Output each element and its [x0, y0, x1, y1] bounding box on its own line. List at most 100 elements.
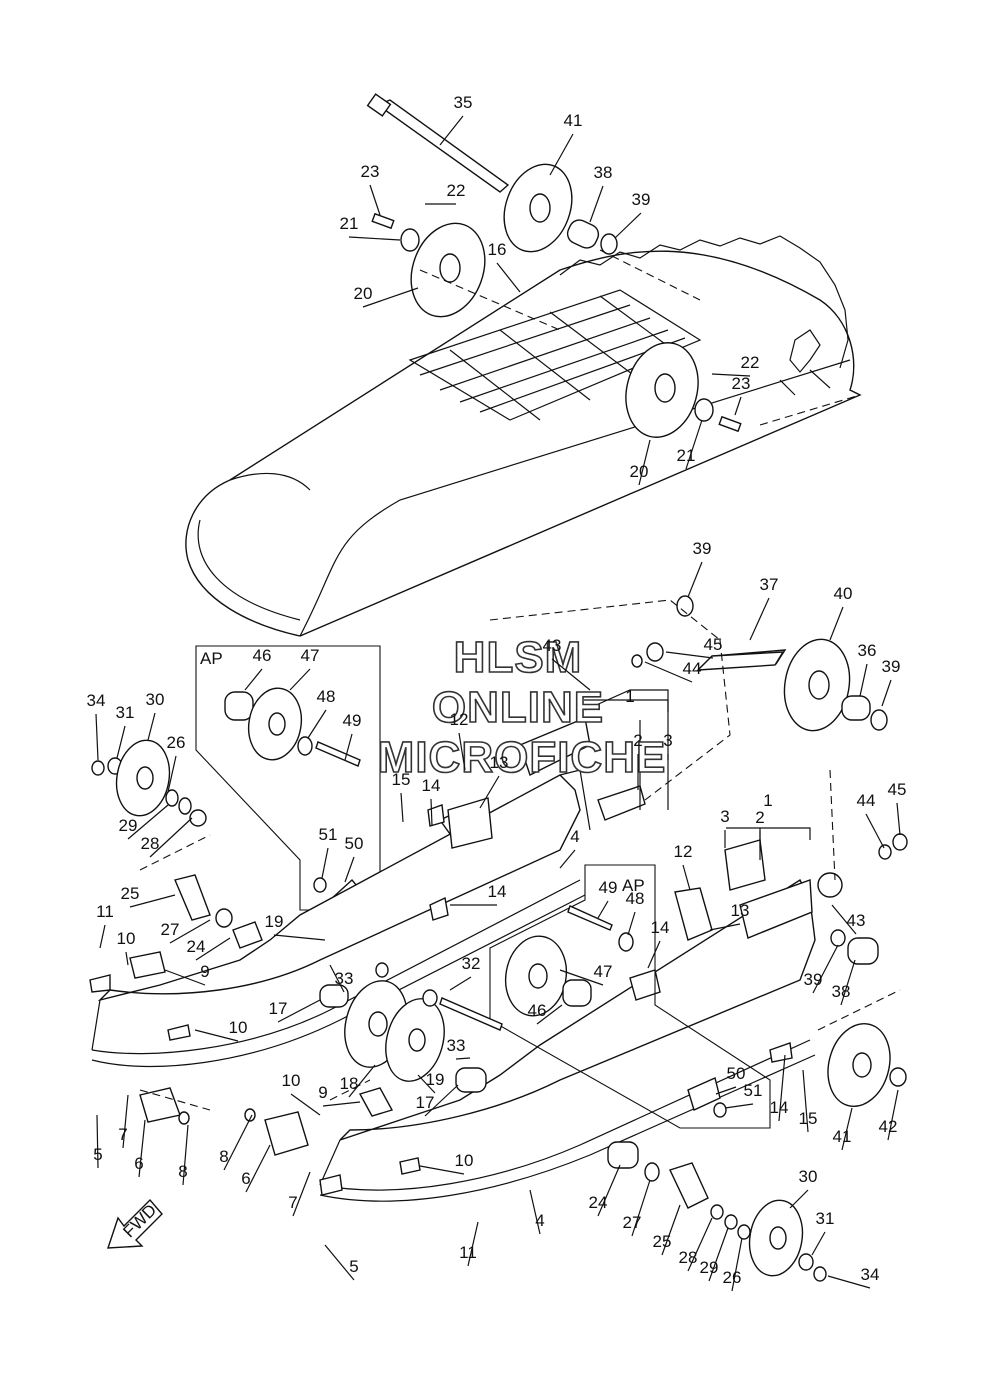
left-idler: [91, 739, 207, 827]
leader-line-c16: [496, 262, 521, 293]
callout-c29a: 29: [119, 816, 138, 835]
watermark: HLSM ONLINE MICROFICHE: [377, 632, 667, 783]
callout-c30b: 30: [799, 1167, 818, 1186]
leader-line-c10c: [290, 1093, 321, 1116]
callout-c23b: 23: [732, 374, 751, 393]
callout-c33b: 33: [447, 1036, 466, 1055]
callout-c23a: 23: [361, 162, 380, 181]
callout-c48b: 48: [626, 889, 645, 908]
rear-axle-group: [631, 595, 888, 732]
callout-c9a: 9: [200, 962, 209, 981]
leader-line-c4a: [559, 849, 576, 869]
leader-line-c38a: [589, 185, 604, 223]
leader-line-c25a: [129, 894, 176, 908]
leader-line-c6b: [245, 1144, 271, 1193]
leader-line-c10b: [194, 1029, 239, 1042]
leader-line-c43a: [551, 658, 591, 691]
leader-line-c24b: [597, 1164, 621, 1217]
callout-c10a: 10: [117, 929, 136, 948]
callout-c35: 35: [454, 93, 473, 112]
leader-line-c5a: [96, 1114, 99, 1169]
callout-c46b: 46: [528, 1001, 547, 1020]
callout-c12b: 12: [674, 842, 693, 861]
callout-c46a: 46: [253, 646, 272, 665]
callout-c39d: 39: [804, 970, 823, 989]
leader-line-c9a: [164, 969, 206, 986]
callout-c14a: 14: [422, 776, 441, 795]
callout-c51a: 51: [319, 825, 338, 844]
watermark-line-3: MICROFICHE: [378, 733, 667, 782]
leader-line-c50a: [344, 856, 355, 883]
callout-c41a: 41: [564, 111, 583, 130]
callout-c26a: 26: [167, 733, 186, 752]
callout-c28a: 28: [141, 834, 160, 853]
callout-c34b: 34: [861, 1265, 880, 1284]
leader-line-c49a: [344, 733, 353, 761]
leader-line-c28b: [687, 1217, 713, 1272]
callout-c2b: 2: [755, 808, 764, 827]
leader-line-c9b: [322, 1101, 361, 1107]
leader-line-c41b: [841, 1107, 853, 1151]
callout-c31b: 31: [816, 1209, 835, 1228]
callout-c21a: 21: [340, 214, 359, 233]
callout-c10c: 10: [282, 1071, 301, 1090]
leader-line-c12b: [682, 864, 691, 891]
leader-line-c34a: [95, 713, 99, 761]
callout-c28b: 28: [679, 1248, 698, 1267]
leader-line-c26b: [731, 1237, 743, 1292]
callout-c45b: 45: [888, 780, 907, 799]
leader-line-c12a: [458, 732, 466, 771]
leader-line-c39c: [881, 679, 892, 707]
leader-line-c22b: [711, 373, 751, 377]
leader-line-c31b: [811, 1231, 826, 1256]
leader-line-c17a: [277, 999, 321, 1023]
callout-c27a: 27: [161, 920, 180, 939]
leader-line-c38b: [840, 959, 856, 1006]
leader-line-c19a: [273, 934, 326, 941]
callout-c5a: 5: [93, 1145, 102, 1164]
callout-c43b: 43: [847, 911, 866, 930]
leader-line-c29b: [708, 1227, 729, 1282]
callout-c9b: 9: [318, 1083, 327, 1102]
callout-c5b: 5: [349, 1257, 358, 1276]
leader-line-c23a: [369, 184, 381, 216]
leader-line-c24a: [195, 937, 231, 961]
callout-c15a: 15: [392, 770, 411, 789]
callout-c2a: 2: [633, 731, 642, 750]
leader-line-c6a: [138, 1119, 146, 1178]
callout-c25a: 25: [121, 884, 140, 903]
callout-c17a: 17: [269, 999, 288, 1018]
callout-c13a: 13: [490, 753, 509, 772]
leader-line-c49b: [597, 900, 609, 919]
leader-line-c18: [348, 1064, 376, 1098]
callout-c29b: 29: [700, 1258, 719, 1277]
callout-c49a: 49: [343, 711, 362, 730]
callout-c30a: 30: [146, 690, 165, 709]
callout-c41b: 41: [833, 1127, 852, 1146]
leader-line-c14c: [647, 940, 661, 969]
callout-c6b: 6: [241, 1169, 250, 1188]
leader-line-c44b: [865, 813, 885, 849]
leader-line-c10d: [419, 1165, 465, 1175]
forward-arrow-icon: FWD: [107, 1198, 163, 1249]
leader-line-c39b: [687, 561, 703, 598]
leader-line-c51a: [321, 847, 329, 879]
leader-line-c46a: [244, 668, 263, 691]
leader-line-c33a: [329, 964, 345, 993]
leader-line-c5b: [324, 1244, 355, 1281]
callout-c22b: 22: [741, 353, 760, 372]
leader-line-c33b: [455, 1057, 471, 1060]
callout-c31a: 31: [116, 703, 135, 722]
leader-line-c35: [439, 115, 464, 146]
callout-c11a: 11: [96, 902, 114, 921]
leader-line-c28a: [149, 817, 193, 858]
leader-line-c45a: [665, 651, 714, 659]
leader-line-c13b: [709, 923, 741, 931]
leader-line-c29a: [127, 804, 169, 840]
callout-c50a: 50: [345, 834, 364, 853]
leader-line-c25b: [661, 1204, 681, 1256]
leader-line-c7b: [292, 1171, 311, 1217]
callout-c14d: 14: [770, 1098, 789, 1117]
callout-c1a: 1: [625, 687, 634, 706]
